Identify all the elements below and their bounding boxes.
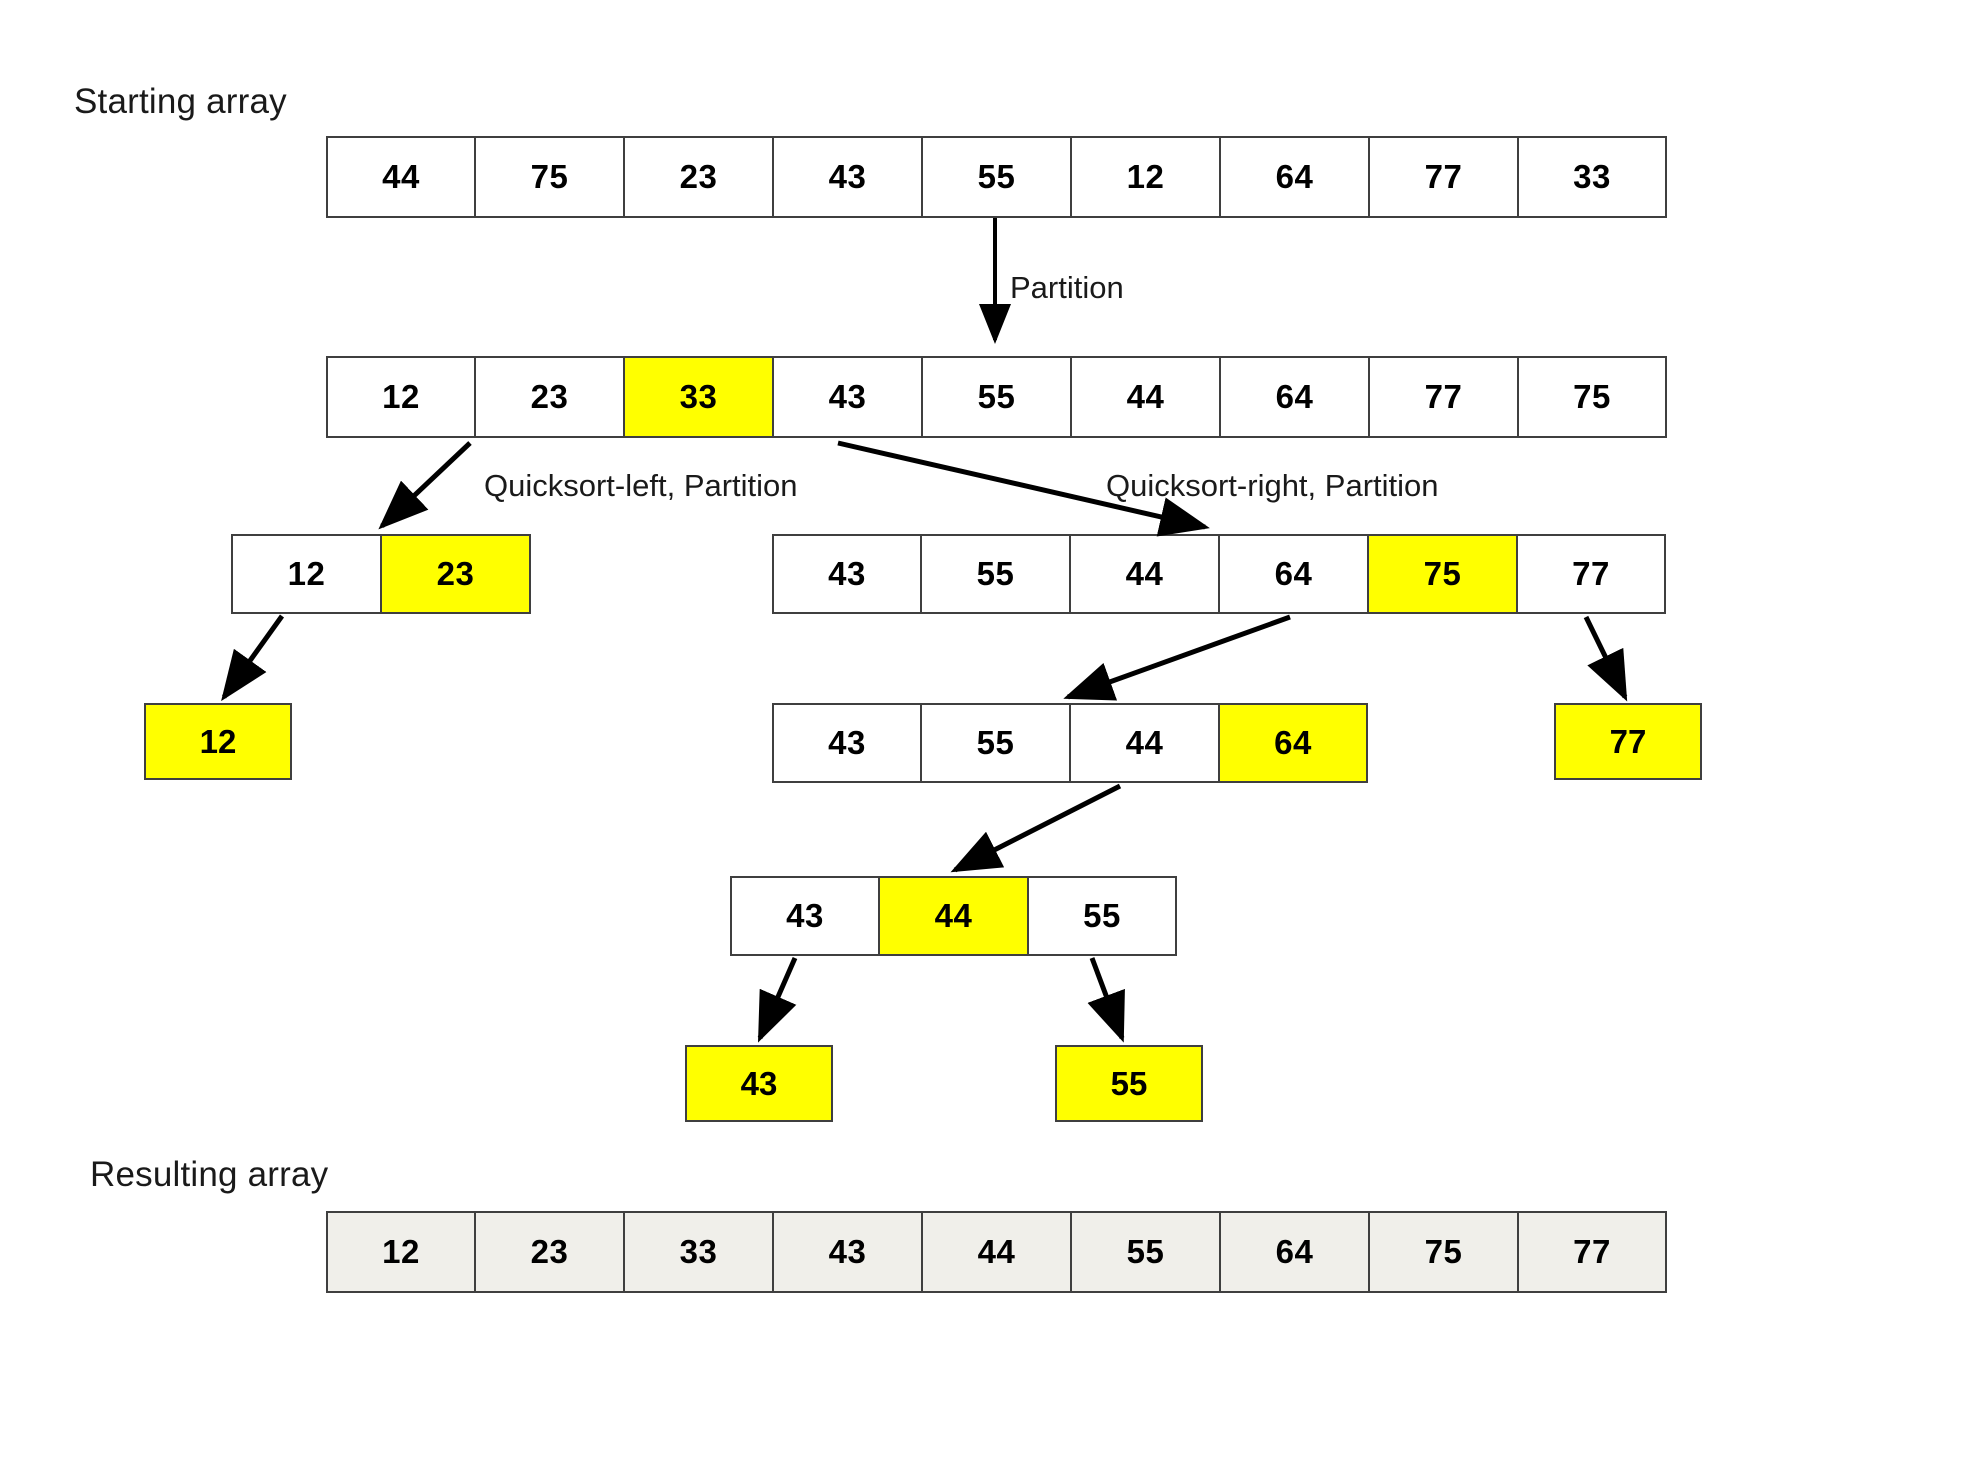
starting-array-cell: 43 — [773, 136, 922, 218]
starting-array-cell: 12 — [1071, 136, 1220, 218]
starting-array-cell: 33 — [1518, 136, 1667, 218]
arrow-right-to-inner — [1063, 614, 1291, 701]
starting-array-cell: 75 — [475, 136, 624, 218]
innermost-subarray-cell: 43 — [730, 876, 879, 956]
partitioned-array-cell: 33 — [624, 356, 773, 438]
arrow-inner-to-innermost — [950, 783, 1122, 873]
arrow-innermost-to-leaf55 — [1087, 957, 1125, 1043]
left-subarray-cell: 12 — [231, 534, 381, 614]
leaf-node-55: 55 — [1055, 1045, 1203, 1122]
arrow-right-to-leaf77 — [1583, 615, 1628, 702]
resulting-array-cell: 77 — [1518, 1211, 1667, 1293]
right-subarray-cell: 75 — [1368, 534, 1517, 614]
starting-array-cell: 64 — [1220, 136, 1369, 218]
quicksort-left-label: Quicksort-left, Partition — [484, 468, 798, 503]
partition-label: Partition — [1010, 270, 1124, 305]
starting-array-caption: Starting array — [74, 82, 287, 121]
partitioned-array-cell: 55 — [922, 356, 1071, 438]
leaf-node-43: 43 — [685, 1045, 833, 1122]
arrow-innermost-to-leaf43 — [757, 956, 798, 1043]
resulting-array-cell: 23 — [475, 1211, 624, 1293]
resulting-array-cell: 64 — [1220, 1211, 1369, 1293]
resulting-array-cell: 75 — [1369, 1211, 1518, 1293]
quicksort-right-label: Quicksort-right, Partition — [1106, 468, 1439, 503]
resulting-array-cell: 12 — [326, 1211, 475, 1293]
right-subarray-cell: 44 — [1070, 534, 1219, 614]
leaf-node-77: 77 — [1554, 703, 1702, 780]
right-subarray-cell: 43 — [772, 534, 921, 614]
resulting-array-cell: 44 — [922, 1211, 1071, 1293]
left-subarray-cell: 23 — [381, 534, 531, 614]
resulting-array-cell: 43 — [773, 1211, 922, 1293]
resulting-array-caption: Resulting array — [90, 1155, 329, 1194]
arrow-left-to-leaf12 — [221, 614, 285, 702]
resulting-array-cell: 55 — [1071, 1211, 1220, 1293]
right-inner-subarray-cell: 64 — [1219, 703, 1368, 783]
right-inner-subarray-cell: 55 — [921, 703, 1070, 783]
partitioned-array-cell: 12 — [326, 356, 475, 438]
right-inner-subarray-cell: 44 — [1070, 703, 1219, 783]
right-subarray-cell: 77 — [1517, 534, 1666, 614]
right-subarray-cell: 55 — [921, 534, 1070, 614]
right-inner-subarray-cell: 43 — [772, 703, 921, 783]
partitioned-array-cell: 43 — [773, 356, 922, 438]
partitioned-array-cell: 44 — [1071, 356, 1220, 438]
starting-array-cell: 77 — [1369, 136, 1518, 218]
starting-array-cell: 44 — [326, 136, 475, 218]
innermost-subarray-cell: 55 — [1028, 876, 1177, 956]
starting-array-cell: 55 — [922, 136, 1071, 218]
partitioned-array-cell: 23 — [475, 356, 624, 438]
partitioned-array-cell: 75 — [1518, 356, 1667, 438]
innermost-subarray-cell: 44 — [879, 876, 1028, 956]
leaf-node-12: 12 — [144, 703, 292, 780]
resulting-array-cell: 33 — [624, 1211, 773, 1293]
starting-array-cell: 23 — [624, 136, 773, 218]
partitioned-array-cell: 64 — [1220, 356, 1369, 438]
arrow-quicksort-left — [378, 441, 472, 530]
partitioned-array-cell: 77 — [1369, 356, 1518, 438]
right-subarray-cell: 64 — [1219, 534, 1368, 614]
